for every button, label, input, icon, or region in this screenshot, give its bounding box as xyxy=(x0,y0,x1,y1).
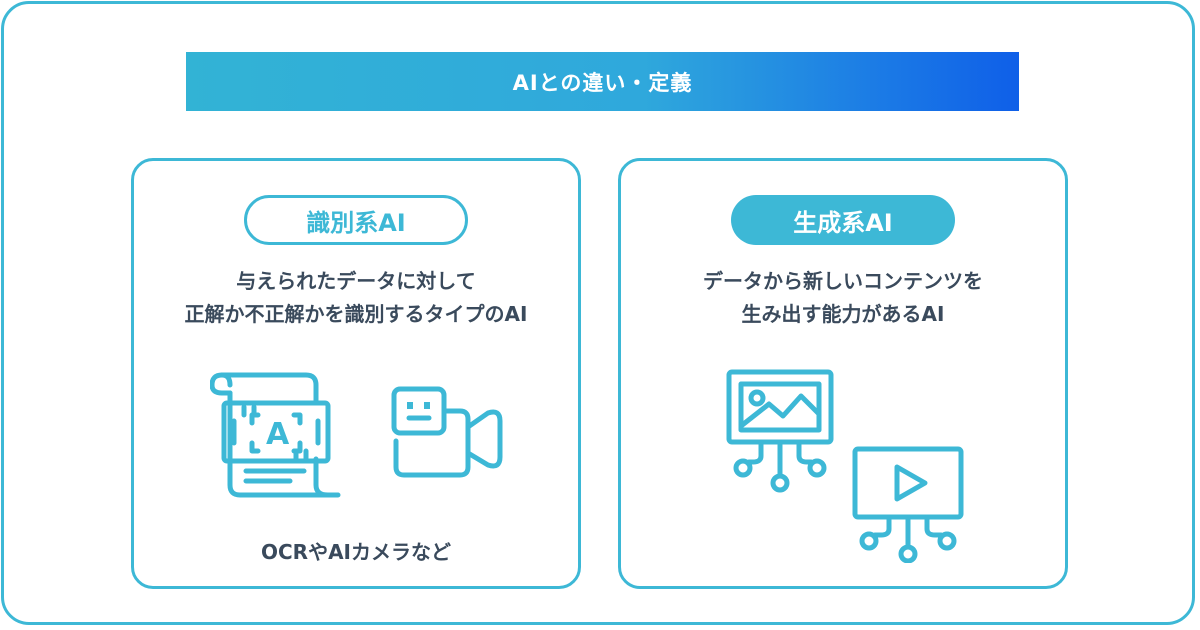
generative-ai-description: データから新しいコンテンツを 生み出す能力があるAI xyxy=(621,265,1065,331)
description-line: 生み出す能力があるAI xyxy=(741,302,945,326)
banner-title: AIとの違い・定義 xyxy=(512,70,693,95)
ocr-letter: A xyxy=(266,417,290,452)
discriminative-ai-badge: 識別系AI xyxy=(244,195,468,245)
generative-ai-badge-label: 生成系AI xyxy=(793,208,893,237)
banner: AIとの違い・定義 xyxy=(186,52,1019,111)
generated-image-icon xyxy=(726,369,834,493)
ai-camera-icon xyxy=(391,386,503,478)
discriminative-ai-badge-label: 識別系AI xyxy=(306,208,406,237)
description-line: データから新しいコンテンツを xyxy=(703,269,983,293)
discriminative-ai-examples: OCRやAIカメラなど xyxy=(261,540,451,564)
description-line: 正解か不正解かを識別するタイプのAI xyxy=(184,302,528,326)
description-line: 与えられたデータに対して xyxy=(236,269,476,293)
generative-ai-card: 生成系AI データから新しいコンテンツを 生み出す能力があるAI xyxy=(618,158,1068,589)
ocr-document-icon: A xyxy=(210,372,341,498)
discriminative-ai-description: 与えられたデータに対して 正解か不正解かを識別するタイプのAI xyxy=(134,265,578,331)
generative-ai-badge: 生成系AI xyxy=(731,195,955,245)
discriminative-ai-card: 識別系AI 与えられたデータに対して 正解か不正解かを識別するタイプのAI A … xyxy=(131,158,581,589)
generated-video-icon xyxy=(852,446,964,563)
